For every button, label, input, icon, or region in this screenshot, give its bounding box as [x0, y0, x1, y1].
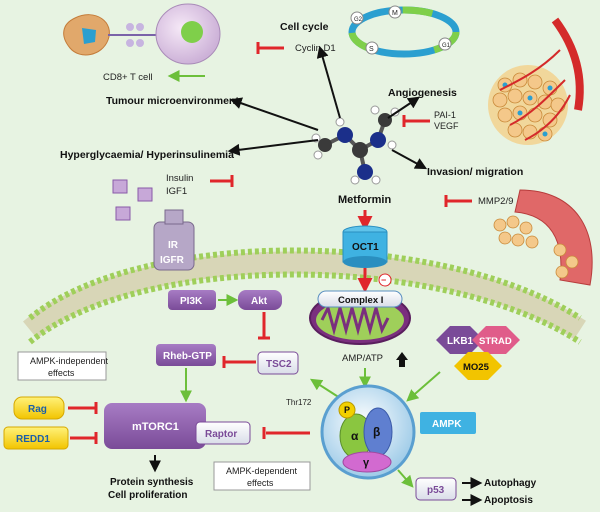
hyperglycaemia-label: Hyperglycaemia/ Hyperinsulinemia [60, 149, 234, 161]
minus-sign: − [381, 275, 386, 285]
tumour-microenvironment-label: Tumour microenvironment [106, 95, 239, 107]
autophagy-label: Autophagy [484, 478, 537, 489]
ampk-dependent-line2: effects [247, 478, 274, 488]
mo25-hex [454, 352, 502, 380]
ampk-complex [320, 384, 416, 480]
rheb-label: Rheb-GTP [163, 351, 212, 362]
strad-hex [472, 326, 520, 354]
cd8-label: CD8+ T cell [103, 72, 153, 83]
thr172-label: Thr172 [286, 398, 312, 407]
igf1-label: IGF1 [166, 186, 187, 197]
protein-synthesis-label: Protein synthesis [110, 477, 194, 488]
lkb1-hex [436, 326, 484, 354]
mo25-label: MO25 [463, 362, 490, 373]
tumour-vessel-illustration [488, 17, 584, 145]
apoptosis-label: Apoptosis [484, 495, 533, 506]
mtorc1-node [104, 403, 206, 449]
metformin-molecule [311, 105, 400, 185]
ampk-dependent-box [213, 461, 311, 491]
inhibit-sign [378, 273, 392, 287]
ampk-independent-box [17, 351, 107, 381]
cell-membrane [23, 247, 586, 345]
pi3k-node [168, 290, 216, 310]
akt-node [238, 290, 282, 310]
ampk-dependent-line1: AMPK-dependent [226, 466, 298, 476]
cell-cycle-illustration: G2 M G1 S [348, 5, 460, 58]
ampk-independent-line2: effects [48, 368, 75, 378]
raptor-label: Raptor [205, 429, 237, 440]
invasion-label: Invasion/ migration [427, 166, 523, 178]
gamma-label: γ [363, 457, 370, 469]
p53-node [415, 477, 457, 501]
svg-text:S: S [369, 46, 374, 53]
tsc2-node [257, 351, 299, 375]
svg-text:G1: G1 [442, 43, 451, 49]
redd1-label: REDD1 [16, 434, 50, 445]
up-arrow-icon [396, 352, 408, 367]
ampk-independent-line1: AMPK-independent [30, 356, 109, 366]
p-label: P [344, 405, 350, 415]
oct1-label: OCT1 [352, 242, 379, 253]
cell-cycle-label: Cell cycle [280, 21, 329, 33]
mitochondrion [309, 290, 411, 345]
raptor-node [195, 421, 251, 445]
insulin-label: Insulin [166, 173, 193, 184]
cell-proliferation-label: Cell proliferation [108, 490, 187, 501]
redd1-node [3, 426, 69, 450]
metformin-effect-arrows [227, 45, 428, 170]
ampk-label: AMPK [432, 419, 462, 430]
rag-node [13, 396, 65, 420]
vegf-label: VEGF [434, 121, 459, 131]
metformin-label: Metformin [338, 194, 391, 206]
ampk-node [420, 412, 476, 434]
pi3k-label: PI3K [180, 296, 203, 307]
mmp-label: MMP2/9 [478, 196, 513, 207]
svg-text:M: M [392, 10, 398, 17]
p53-label: p53 [427, 485, 445, 496]
ir-igfr-receptor [153, 209, 195, 271]
pai1-label: PAI-1 [434, 110, 456, 120]
igfr-label: IGFR [160, 255, 185, 266]
complex1-label: Complex I [338, 295, 383, 306]
svg-text:G2: G2 [354, 17, 363, 23]
cd8-t-cell-illustration [63, 3, 221, 65]
oct1-transporter [342, 225, 388, 268]
alpha-label: α [351, 429, 359, 443]
lkb1-label: LKB1 [447, 336, 474, 347]
strad-label: STRAD [479, 336, 512, 347]
rag-label: Rag [28, 404, 47, 415]
tsc2-label: TSC2 [266, 359, 292, 370]
mtorc1-label: mTORC1 [132, 421, 179, 433]
akt-label: Akt [251, 296, 268, 307]
ir-label: IR [168, 240, 179, 251]
insulin-granules [112, 179, 153, 221]
cyclin-d1-label: Cyclin D1 [295, 43, 336, 54]
amp-atp-label: AMP/ATP [342, 353, 383, 364]
angiogenesis-label: Angiogenesis [388, 87, 457, 99]
invasion-vessel-illustration [493, 189, 593, 286]
rheb-node [156, 344, 216, 366]
beta-label: β [373, 425, 380, 439]
